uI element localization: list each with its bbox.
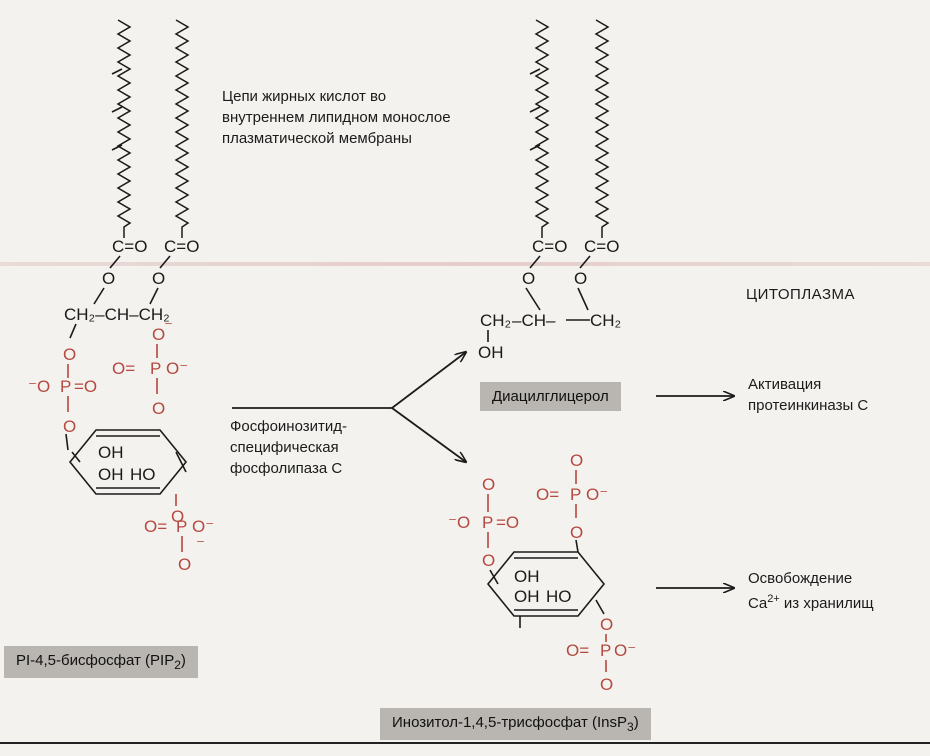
ip3-p4-o-eq: O= xyxy=(536,485,559,504)
ip3-p1-o-top: O xyxy=(482,475,495,494)
pip2-glycerol-backbone: CH₂–CH–CH₂ xyxy=(64,305,170,324)
enzyme-label-line-3: фосфолипаза С xyxy=(230,460,343,477)
split-arrow-up xyxy=(391,352,466,409)
enzyme-label-line-2: специфическая xyxy=(230,439,339,456)
ip3-caption-text: Инозитол-1,4,5-трисфосфат (InsP xyxy=(392,714,627,731)
cytoplasm-label: ЦИТОПЛАЗМА xyxy=(746,286,856,303)
pip2-ester-o-left: O xyxy=(102,269,115,288)
calcium-label-line-2: Ca2+ из хранилищ xyxy=(748,589,874,614)
pip2-p5: P xyxy=(176,517,187,536)
fatty-acid-note: Цепи жирных кислот во внутреннем липидно… xyxy=(222,86,451,149)
pip2-p5-o-bottom: O xyxy=(178,555,191,574)
ip3-p1-link-o: O xyxy=(482,551,495,570)
reaction-arrows xyxy=(232,352,734,588)
pip2-p1-minus-o: ⁻O xyxy=(28,377,50,396)
pip2-p5-o-eq: O= xyxy=(144,517,167,536)
pip2-inositol-ring xyxy=(68,429,188,495)
pip2-chain-left xyxy=(116,19,132,238)
pip2-p1: P xyxy=(60,377,71,396)
pip2-ring-ho: HO xyxy=(130,465,156,484)
pip2-ester-o-right: O xyxy=(152,269,165,288)
pip2-molecule: C=O C=O O O CH₂–CH–CH₂ O ⁻O P =O O O ⁻ O… xyxy=(28,19,214,574)
ip3-caption: Инозитол-1,4,5-трисфосфат (InsP3) xyxy=(380,708,651,740)
ip3-p1-minus-o: ⁻O xyxy=(448,513,470,532)
calcium-charge: 2+ xyxy=(767,593,780,605)
pkc-label-line-2: протеинкиназы С xyxy=(748,397,869,414)
dag-carbonyl-left: C=O xyxy=(532,237,567,256)
calcium-ion: Ca xyxy=(748,595,768,612)
pip2-caption-close: ) xyxy=(180,652,186,669)
membrane-shading xyxy=(0,262,930,266)
dag-ch: –CH– xyxy=(512,311,556,330)
ip3-p5-link-o: O xyxy=(600,615,613,634)
dag-caption: Диацилглицерол xyxy=(480,382,621,411)
split-arrow-down xyxy=(391,407,466,462)
pip2-p4-top-minus: ⁻ xyxy=(164,317,173,336)
ip3-molecule: O O= P O⁻ O O ⁻O P =O O OH OH HO O O= P … xyxy=(448,451,636,694)
dag-ch2-left: CH₂ xyxy=(480,311,511,330)
pkc-label: Активация протеинкиназы С xyxy=(748,374,868,416)
ip3-inositol-ring xyxy=(486,551,606,617)
fatty-acid-note-line-1: Цепи жирных кислот во xyxy=(222,88,387,105)
ip3-caption-close: ) xyxy=(633,714,639,731)
ip3-p4-o-top: O xyxy=(570,451,583,470)
dag-ester-o-left: O xyxy=(522,269,535,288)
pip2-p1-eq-o: =O xyxy=(74,377,97,396)
pip2-p5-o-top: O xyxy=(171,507,184,526)
dag-oh: OH xyxy=(478,343,504,362)
ip3-p1: P xyxy=(482,513,493,532)
enzyme-label-line-1: Фосфоинозитид- xyxy=(230,418,348,435)
pip2-p4-o-minus: O⁻ xyxy=(166,359,188,378)
pip2-p4-top-o: O xyxy=(152,325,165,344)
pip2-caption: PI-4,5-бисфосфат (PIP2) xyxy=(4,646,198,678)
ip3-p4-o-minus: O⁻ xyxy=(586,485,608,504)
pip2-carbonyl-right: C=O xyxy=(164,237,199,256)
pip2-p5-minus: ⁻ xyxy=(196,535,205,554)
ip3-ring-oh-1: OH xyxy=(514,567,540,586)
dag-carbonyl-right: C=O xyxy=(584,237,619,256)
pip2-ring-oh-1: OH xyxy=(98,443,124,462)
pkc-label-line-1: Активация xyxy=(748,376,822,393)
calcium-label-line-1: Освобождение xyxy=(748,570,853,587)
ip3-p5: P xyxy=(600,641,611,660)
pip2-p4-link-o: O xyxy=(152,399,165,418)
ip3-p1-eq-o: =O xyxy=(496,513,519,532)
pip2-o-link-1: O xyxy=(63,345,76,364)
enzyme-label: Фосфоинозитид- специфическая фосфолипаза… xyxy=(230,416,347,479)
pip2-ring-oh-2: OH xyxy=(98,465,124,484)
dag-chain-left xyxy=(534,19,550,238)
dag-ch2-right: CH₂ xyxy=(590,311,621,330)
pip2-p5-o-minus: O⁻ xyxy=(192,517,214,536)
pip2-o-link-2: O xyxy=(63,417,76,436)
fatty-acid-note-line-2: внутреннем липидном монослое xyxy=(222,109,451,126)
fatty-acid-note-line-3: плазматической мембраны xyxy=(222,130,412,147)
ip3-ring-oh-2: OH xyxy=(514,587,540,606)
ip3-p5-o-minus: O⁻ xyxy=(614,641,636,660)
calcium-rest: из хранилищ xyxy=(783,595,874,612)
bottom-rule xyxy=(0,742,930,744)
pip2-carbonyl-left: C=O xyxy=(112,237,147,256)
pip2-caption-text: PI-4,5-бисфосфат (PIP xyxy=(16,652,175,669)
ip3-p4-link-o: O xyxy=(570,523,583,542)
dag-chain-right xyxy=(594,19,610,238)
ip3-ring-ho: HO xyxy=(546,587,572,606)
ip3-p5-o-eq: O= xyxy=(566,641,589,660)
ip3-caption-sub: 3 xyxy=(627,720,634,734)
pip2-chain-right xyxy=(174,19,190,238)
pip2-caption-sub: 2 xyxy=(174,658,181,672)
calcium-label: Освобождение Ca2+ из хранилищ xyxy=(748,568,874,614)
ip3-p5-o-bottom: O xyxy=(600,675,613,694)
ip3-p4: P xyxy=(570,485,581,504)
dag-molecule: C=O C=O O O CH₂ –CH– CH₂ OH xyxy=(478,19,621,362)
pip2-p4: P xyxy=(150,359,161,378)
dag-ester-o-right: O xyxy=(574,269,587,288)
pip2-p4-o-eq: O= xyxy=(112,359,135,378)
